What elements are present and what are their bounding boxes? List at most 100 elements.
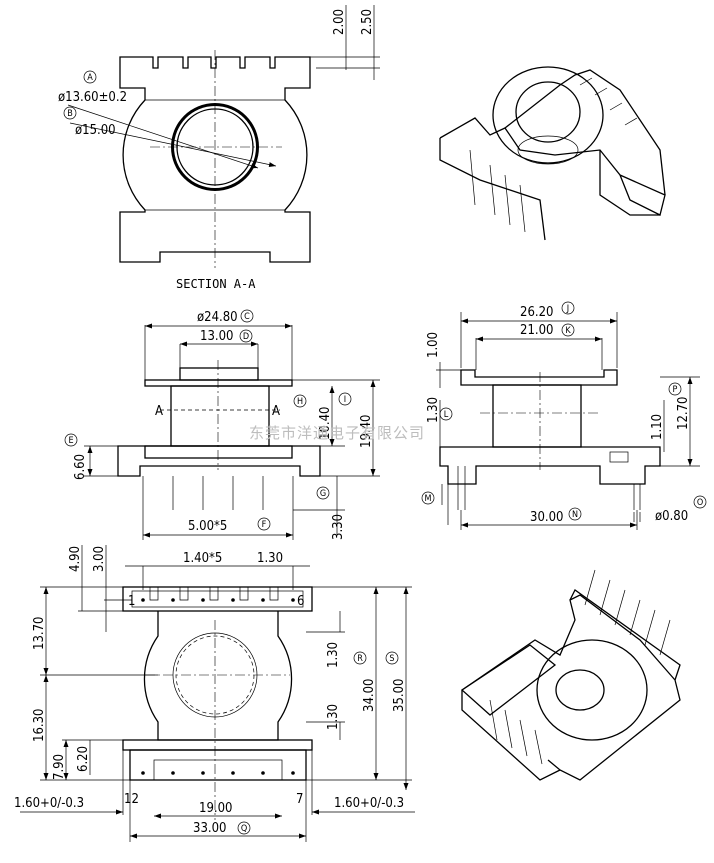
dim-300: 3.00 bbox=[92, 546, 107, 572]
base-top bbox=[144, 445, 293, 459]
side-base bbox=[439, 446, 661, 485]
ref-bubble-j bbox=[561, 301, 575, 315]
dim-d: 13.00 bbox=[200, 329, 233, 344]
ref-bubble-q bbox=[237, 821, 251, 835]
ref-r: R bbox=[357, 654, 363, 664]
dim-e: 6.60 bbox=[73, 454, 88, 480]
dim-110: 1.10 bbox=[650, 414, 665, 440]
leader-a bbox=[67, 104, 259, 169]
ref-bubble-p bbox=[668, 382, 682, 396]
ref-h: H bbox=[297, 397, 303, 407]
ref-o: O bbox=[697, 498, 703, 508]
pin-dot bbox=[261, 771, 265, 775]
section-mark-left: A bbox=[155, 404, 163, 419]
section-view: ø13.60±0.2 A ø15.00 B 2.00 2.50 SECTION … bbox=[58, 5, 380, 291]
dim-o: ø0.80 bbox=[655, 509, 688, 524]
dim-top1: 2.00 bbox=[332, 9, 347, 35]
pin-dot bbox=[201, 771, 205, 775]
ref-a: A bbox=[87, 73, 93, 83]
ref-c: C bbox=[244, 312, 250, 322]
dim-b-label: ø15.00 bbox=[75, 123, 116, 138]
iso2-left bbox=[461, 690, 561, 781]
dim-g: 3.30 bbox=[331, 514, 346, 540]
dim-130a: 1.30 bbox=[257, 551, 283, 566]
dim-490: 4.90 bbox=[68, 546, 83, 572]
dim-a-label: ø13.60±0.2 bbox=[58, 90, 127, 105]
dim-side-top: 1.00 bbox=[426, 332, 441, 358]
pin-dot bbox=[291, 771, 295, 775]
tol-left: 1.60+0/-0.3 bbox=[14, 796, 84, 811]
iso2-rail bbox=[569, 589, 681, 681]
ref-k: K bbox=[565, 326, 571, 336]
bobbin-body bbox=[143, 611, 293, 741]
iso2-top-pins bbox=[584, 569, 671, 656]
dim-1630: 16.30 bbox=[32, 709, 47, 742]
dim-j: 26.20 bbox=[520, 305, 553, 320]
pin-dot bbox=[261, 598, 265, 602]
top-pin-row-inner bbox=[131, 590, 304, 608]
ref-p: P bbox=[673, 385, 678, 395]
pin-dot bbox=[231, 598, 235, 602]
iso-bore bbox=[515, 81, 581, 143]
iso2-bore bbox=[555, 669, 605, 711]
top-pin-slots bbox=[149, 587, 279, 601]
ref-bubble-a bbox=[83, 70, 97, 84]
pin-dot bbox=[141, 598, 145, 602]
pin-dot bbox=[141, 771, 145, 775]
ref-l: L bbox=[444, 410, 449, 420]
dim-q: 33.00 bbox=[193, 821, 226, 836]
leader-b bbox=[69, 122, 277, 168]
bottom-flange bbox=[122, 739, 313, 751]
ref-bubble-b bbox=[63, 106, 77, 120]
pin-label-7: 7 bbox=[296, 792, 303, 807]
top-pin-row bbox=[122, 586, 313, 612]
watermark: 东莞市洋通电子有限公司 bbox=[249, 424, 425, 442]
iso-bore-inner bbox=[517, 135, 579, 165]
ref-bubble-d bbox=[239, 329, 253, 343]
dim-s: 35.00 bbox=[392, 679, 407, 712]
dim-f: 5.00*5 bbox=[188, 519, 227, 534]
tol-right: 1.60+0/-0.3 bbox=[334, 796, 404, 811]
ref-bubble-n bbox=[568, 507, 582, 521]
dim-790: 7.90 bbox=[52, 754, 67, 780]
iso2-pin-block bbox=[460, 644, 557, 716]
pin-label-1: 1 bbox=[128, 594, 135, 609]
side-notch bbox=[609, 451, 629, 463]
ref-m: M bbox=[425, 494, 432, 504]
iso-base-right bbox=[599, 150, 660, 216]
section-caption: SECTION A-A bbox=[176, 277, 256, 291]
iso2-flange bbox=[536, 639, 648, 741]
ref-g: G bbox=[320, 489, 326, 499]
dim-c: ø24.80 bbox=[197, 310, 238, 325]
ref-bubble-g bbox=[316, 486, 330, 500]
iso-body bbox=[439, 117, 666, 216]
top-flange bbox=[144, 379, 293, 387]
ref-bubble-o bbox=[693, 495, 707, 509]
ref-bubble-h bbox=[293, 394, 307, 408]
pin-label-6: 6 bbox=[297, 594, 304, 609]
ref-i: I bbox=[344, 395, 346, 405]
dim-n: 30.00 bbox=[530, 510, 563, 525]
ref-f: F bbox=[262, 520, 267, 530]
ref-bubble-s bbox=[385, 651, 399, 665]
dim-p: 12.70 bbox=[676, 397, 691, 430]
ref-q: Q bbox=[241, 824, 247, 834]
ref-n: N bbox=[572, 510, 578, 520]
side-tube bbox=[492, 384, 582, 448]
ref-bubble-f bbox=[257, 517, 271, 531]
pin-dot bbox=[291, 598, 295, 602]
section-outline bbox=[119, 56, 311, 263]
iso-slots bbox=[579, 77, 638, 126]
pin-dot bbox=[171, 771, 175, 775]
bottom-pin-row-inner bbox=[153, 759, 283, 781]
iso-view-bottom bbox=[460, 569, 681, 781]
side-top-flange bbox=[460, 369, 618, 386]
ref-s: S bbox=[389, 654, 394, 664]
dim-1370: 13.70 bbox=[32, 617, 47, 650]
iso-flange bbox=[492, 66, 604, 164]
dim-k: 21.00 bbox=[520, 323, 553, 338]
ref-bubble-c bbox=[240, 309, 254, 323]
ref-bubble-m bbox=[421, 491, 435, 505]
front-view: ø24.80 C 13.00 D A A 5.00*5 F 6.60 E 10.… bbox=[64, 309, 380, 540]
dim-l: 1.30 bbox=[426, 397, 441, 423]
